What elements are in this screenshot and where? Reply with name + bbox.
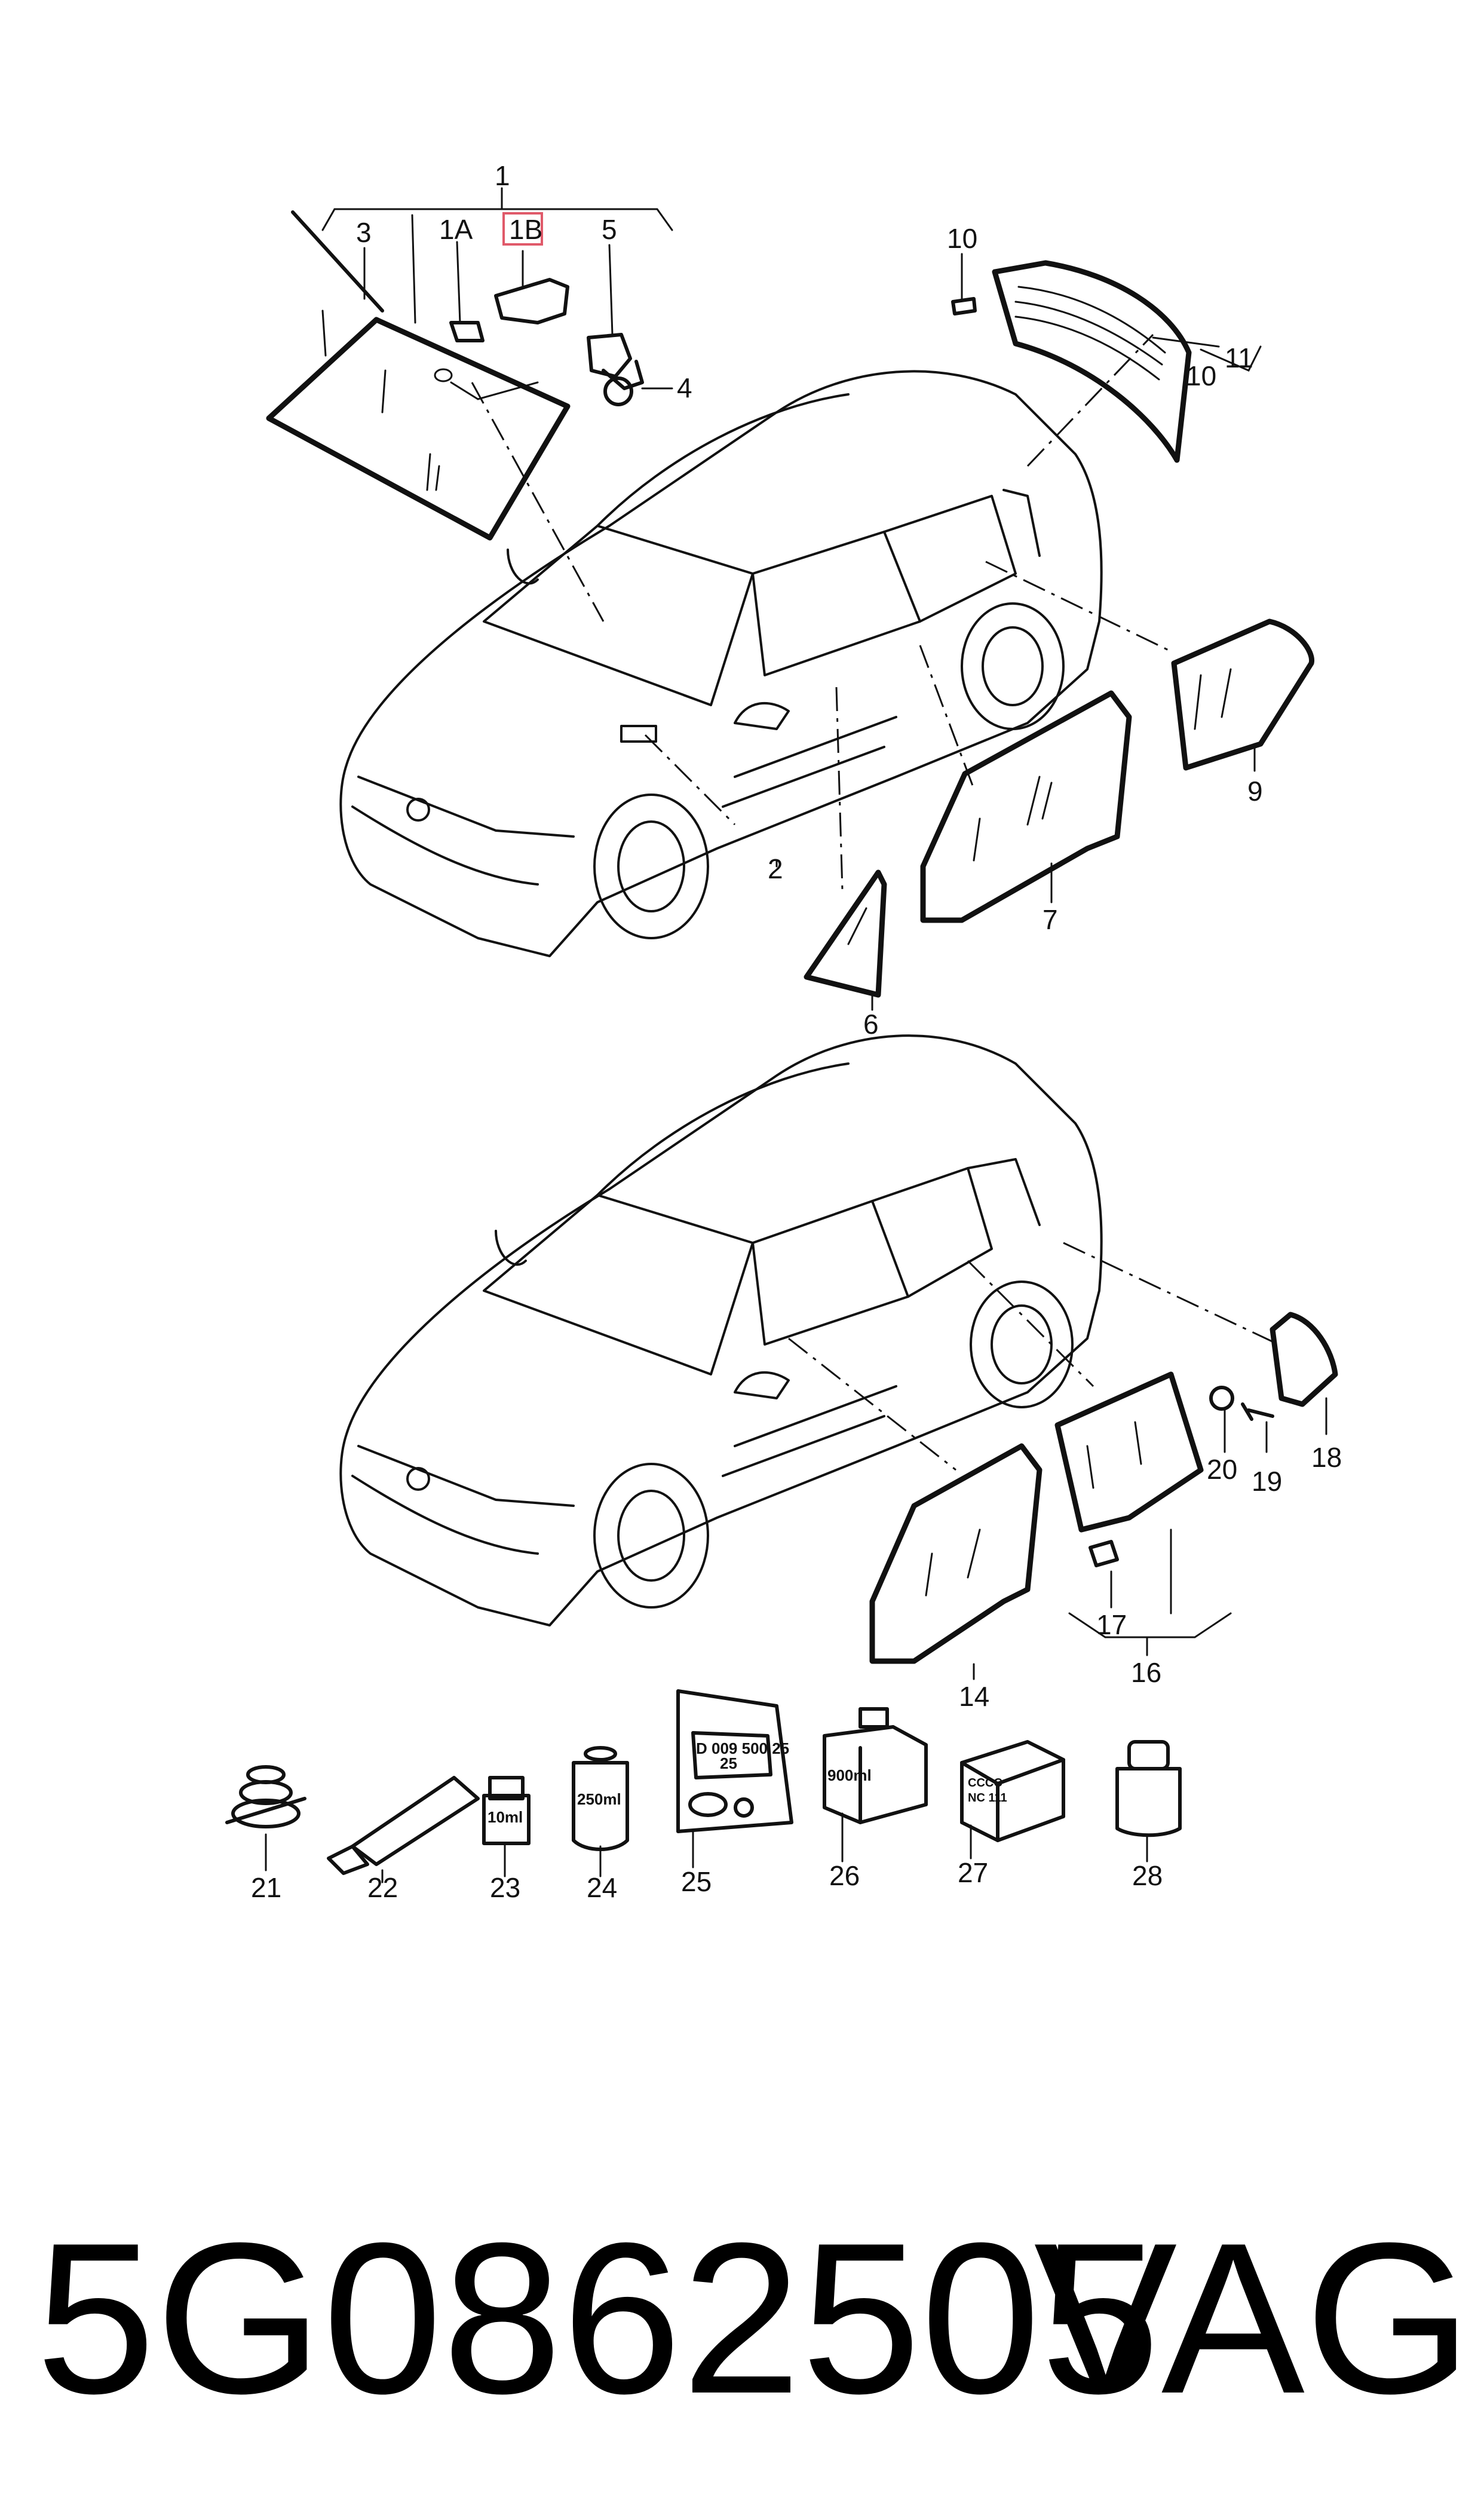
- washer-20-part: [1209, 1386, 1234, 1411]
- bottom-car-outline: [339, 1034, 1103, 1626]
- callout-10a: 10: [947, 223, 977, 254]
- callout-28: 28: [1132, 1860, 1163, 1891]
- rear-window-part: [992, 260, 1192, 463]
- callout-23: 23: [490, 1872, 520, 1903]
- vial-23-label: 10ml: [487, 1808, 523, 1826]
- moulding-strip-part: [291, 210, 384, 313]
- callout-2: 2: [768, 853, 783, 884]
- clip-10-part: [951, 297, 977, 315]
- front-door-glass-part: [920, 690, 1132, 923]
- callout-9: 9: [1247, 776, 1263, 807]
- bottom-row-stems: [381, 1812, 1148, 1883]
- callout-11: 11: [1225, 342, 1253, 373]
- callout-26: 26: [829, 1860, 860, 1891]
- bag-25-label-line1: D 009 500 25: [696, 1739, 789, 1757]
- callout-1b-highlight: [502, 212, 543, 246]
- callout-25: 25: [681, 1866, 712, 1897]
- callout-18: 18: [1311, 1442, 1342, 1473]
- bottle-26-part: [823, 1707, 928, 1824]
- pin-17-part: [1089, 1540, 1119, 1567]
- callout-17: 17: [1096, 1609, 1127, 1640]
- top-leader-lines: [471, 333, 1172, 891]
- callout-7: 7: [1043, 904, 1058, 935]
- callout-14: 14: [959, 1681, 989, 1712]
- box-27-part: [960, 1740, 1065, 1842]
- parts-diagram: 1 3 1A 1B 5 4 10 10 11 9 2 7 6 20 19 18 …: [225, 160, 1342, 1903]
- callout-1a: 1A: [439, 214, 473, 245]
- callout-19: 19: [1252, 1466, 1282, 1497]
- bag-25-label-line2: 25: [720, 1754, 737, 1772]
- jar-28-part: [1115, 1740, 1182, 1837]
- callout-22: 22: [367, 1872, 398, 1903]
- callout-6: 6: [863, 1009, 879, 1040]
- adhesive-tube-22-part: [327, 1776, 480, 1877]
- callout-1: 1: [495, 160, 510, 191]
- bracket-1b-part: [494, 278, 569, 324]
- rear-quarter-window-part: [1171, 618, 1314, 771]
- box-27-label-line2: NC 111: [968, 1791, 1007, 1805]
- rear-door-glass-part: [1054, 1371, 1204, 1533]
- bag-25-part: [676, 1689, 793, 1833]
- screw-19-part: [1241, 1402, 1274, 1421]
- small-triangle-window-part: [804, 869, 887, 998]
- clip-1a-part: [449, 321, 485, 342]
- clip-4-part: [603, 376, 633, 406]
- vial-23-part: [482, 1776, 531, 1845]
- callout-24: 24: [587, 1872, 617, 1903]
- part-number: 5G0862505: [36, 2198, 1160, 2439]
- front-door-glass-14-part: [869, 1443, 1043, 1664]
- top-car-outline: [339, 370, 1103, 957]
- callout-3: 3: [356, 217, 372, 248]
- callout-5: 5: [602, 214, 617, 245]
- callout-4: 4: [677, 372, 692, 403]
- can-24-part: [572, 1746, 629, 1851]
- callout-21: 21: [251, 1872, 281, 1903]
- windscreen-part: [266, 214, 571, 541]
- rear-quarter-window-18-part: [1270, 1312, 1338, 1407]
- callout-16: 16: [1131, 1657, 1161, 1688]
- bottom-leader-lines: [788, 1242, 1327, 1680]
- callout-27: 27: [958, 1857, 988, 1888]
- can-24-label: 250ml: [577, 1790, 621, 1808]
- callout-1b: 1B: [509, 214, 542, 245]
- callout-20: 20: [1207, 1454, 1237, 1485]
- box-27-label-line1: CCCC: [968, 1776, 1002, 1790]
- top-callout-leaders: [321, 187, 1262, 1011]
- sealing-cord-21-part: [225, 1765, 306, 1871]
- brand-name: VAG: [1034, 2198, 1472, 2439]
- callout-10b: 10: [1186, 360, 1216, 391]
- bottle-26-label: 900ml: [827, 1766, 872, 1784]
